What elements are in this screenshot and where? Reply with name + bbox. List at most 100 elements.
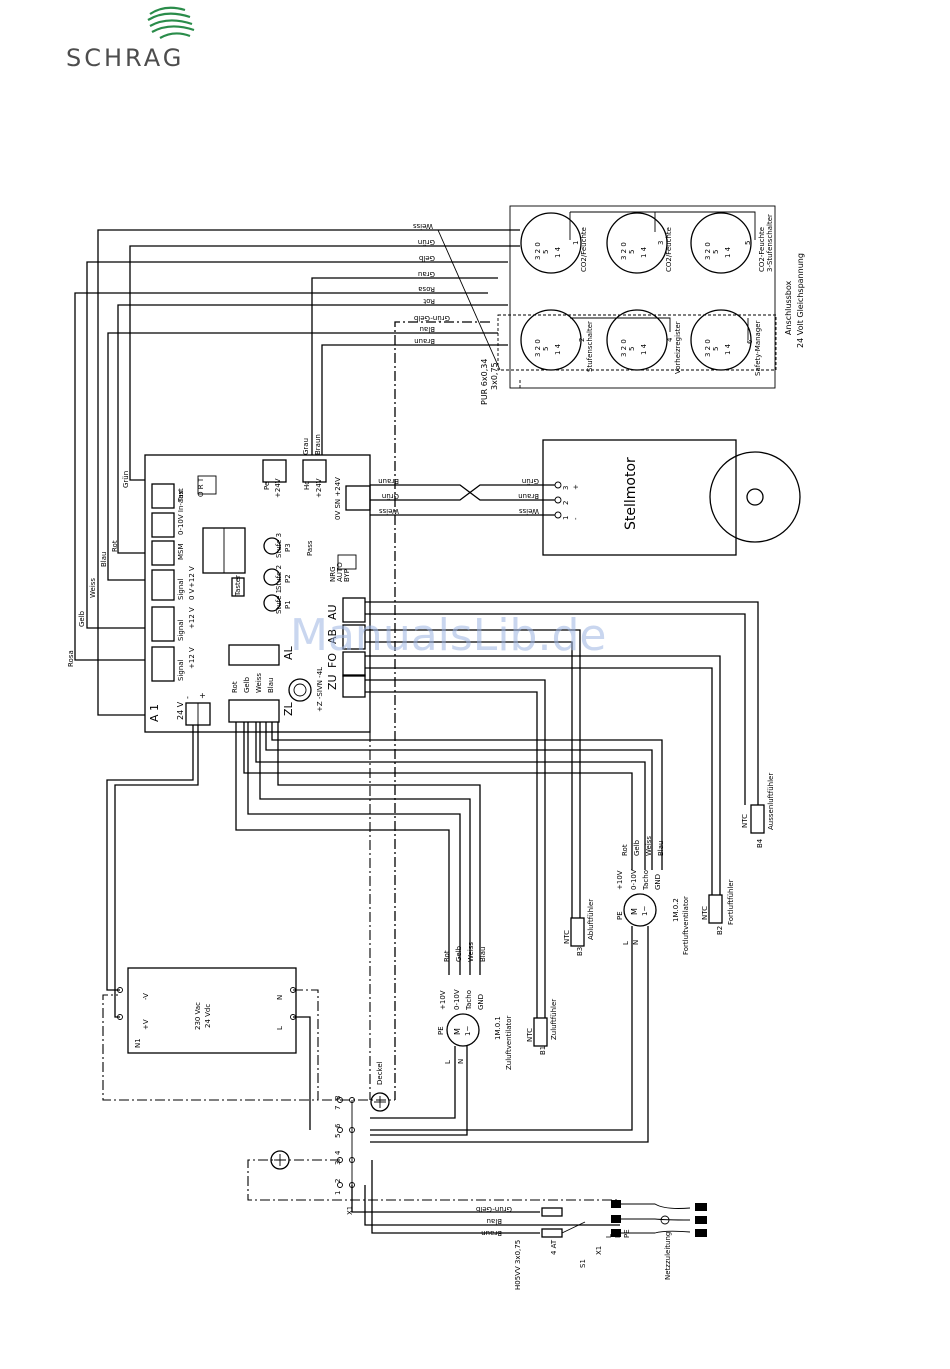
svg-text:3 2 0: 3 2 0 — [534, 242, 542, 260]
switch-label: S1 — [579, 1259, 587, 1268]
schrag-logo: SCHRAG — [66, 6, 195, 72]
socket-label: Stufenschalter — [586, 321, 594, 372]
logo-text: SCHRAG — [66, 44, 184, 72]
svg-text:4: 4 — [666, 337, 674, 342]
wire-label: Grün — [522, 477, 539, 485]
svg-text:-: - — [183, 696, 192, 699]
sensor-b1: NTC B1 Zuluftfühler — [526, 999, 558, 1055]
svg-text:0V SN +24V: 0V SN +24V — [334, 477, 342, 520]
svg-text:P2: P2 — [284, 574, 292, 583]
wire-label: Braun — [481, 1229, 502, 1237]
svg-text:NTC: NTC — [741, 814, 749, 828]
svg-text:4: 4 — [334, 1150, 342, 1155]
svg-text:NTC: NTC — [526, 1028, 534, 1042]
svg-text:3 2 0: 3 2 0 — [620, 339, 628, 357]
svg-text:3 2 0: 3 2 0 — [620, 242, 628, 260]
svg-text:Gelb: Gelb — [633, 839, 641, 856]
svg-text:6: 6 — [334, 1123, 342, 1128]
wire-label: Braun — [378, 477, 399, 485]
svg-text:+12 V: +12 V — [188, 647, 196, 669]
button-label: Taster — [234, 575, 242, 597]
wire-label: Blau — [100, 552, 108, 567]
wire-label: Braun — [518, 492, 539, 500]
svg-text:N: N — [457, 1059, 465, 1064]
svg-text:1 4: 1 4 — [724, 343, 732, 355]
svg-text:GND: GND — [654, 874, 662, 890]
wire-label: Braun — [314, 434, 322, 455]
svg-text:Blau: Blau — [479, 947, 487, 962]
svg-text:L: L — [605, 1234, 613, 1238]
svg-text:Signal: Signal — [177, 578, 185, 600]
svg-text:NTC: NTC — [563, 930, 571, 944]
box-title: Anschlussbox — [784, 280, 793, 335]
svg-text:Signal: Signal — [177, 659, 185, 681]
svg-text:N1: N1 — [134, 1038, 142, 1048]
sensor-name: Abluftfühler — [587, 899, 595, 940]
svg-text:+24V: +24V — [274, 478, 282, 498]
svg-text:M: M — [453, 1028, 462, 1035]
fuse-label: 4 AT — [550, 1239, 558, 1255]
svg-text:3: 3 — [657, 241, 665, 245]
wire-label: Gelb — [418, 254, 435, 262]
svg-text:1 4: 1 4 — [640, 343, 648, 355]
fan-wires — [235, 722, 663, 975]
wire-label: Rosa — [67, 650, 75, 667]
wire-label: Gelb — [78, 610, 86, 627]
svg-text:M: M — [630, 908, 639, 915]
watermark: ManualsLib.de — [290, 610, 606, 661]
svg-text:1 4: 1 4 — [640, 246, 648, 258]
fan-name: Zuluftventilator — [505, 1015, 513, 1070]
socket-4: 3 2 0 5 1 4 — [606, 309, 668, 371]
svg-text:Pass: Pass — [306, 540, 314, 556]
svg-text:0 V: 0 V — [188, 588, 196, 600]
socket-5: 3 2 0 5 1 4 — [690, 212, 752, 274]
svg-text:5: 5 — [542, 347, 550, 351]
svg-text:Tacho: Tacho — [642, 870, 650, 891]
mains-supply: Grün-Gelb Blau Braun H05VV 3x0,75 4 AT S… — [351, 1160, 707, 1290]
sensor-name: Aussenluftfühler — [767, 773, 775, 830]
mains-cable: H05VV 3x0,75 — [514, 1240, 522, 1290]
svg-text:8: 8 — [334, 1096, 342, 1100]
svg-text:B4: B4 — [756, 838, 764, 848]
svg-text:1~: 1~ — [464, 1026, 472, 1036]
svg-text:0-10V: 0-10V — [453, 989, 461, 1010]
wire-label: Grün-Gelb — [475, 1205, 512, 1213]
svg-text:B1: B1 — [539, 1046, 547, 1055]
svg-text:AL: AL — [282, 645, 295, 660]
svg-text:Blau: Blau — [267, 678, 275, 693]
svg-text:5: 5 — [712, 250, 720, 254]
svg-text:+Z -SIVN -4L: +Z -SIVN -4L — [316, 667, 324, 712]
bus-cable: Weiss Grün Gelb Grau Rosa Rot Grün-Gelb … — [74, 222, 520, 1100]
svg-text:AU: AU — [326, 604, 339, 620]
box-voltage: 24 Volt Gleichspannung — [796, 253, 805, 348]
svg-text:2: 2 — [334, 1179, 342, 1183]
wire-label: Blau — [487, 1217, 502, 1225]
svg-text:Rot: Rot — [621, 844, 629, 856]
supply-label: 24 V — [176, 701, 185, 720]
svg-text:L: L — [444, 1060, 452, 1064]
svg-text:PE: PE — [623, 1229, 631, 1238]
wire-label: Braun — [414, 337, 435, 345]
svg-text:L: L — [622, 941, 630, 945]
motor-label: Stellmotor — [623, 457, 639, 530]
svg-text:Tast: Tast — [177, 488, 185, 503]
sensor-b4: NTC B4 Aussenluftfühler — [741, 773, 775, 848]
wire-label: Weiss — [89, 578, 97, 598]
svg-text:ZL: ZL — [282, 701, 295, 716]
svg-text:Hc: Hc — [303, 481, 311, 490]
svg-text:1~: 1~ — [641, 906, 649, 916]
svg-text:5: 5 — [628, 347, 636, 351]
svg-text:Stufe 3: Stufe 3 — [275, 533, 283, 558]
svg-text:B3: B3 — [576, 947, 584, 956]
fan-zuluft: M 1~ +10V 0-10V Tacho GND Rot Gelb Weiss… — [370, 942, 513, 1136]
svg-text:+24V: +24V — [315, 478, 323, 498]
wire-label: Blau — [420, 325, 435, 333]
wire-label: Weiss — [379, 507, 399, 515]
svg-text:Stufe 2: Stufe 2 — [275, 565, 283, 590]
svg-text:+12 V: +12 V — [188, 566, 196, 588]
svg-text:3 2 0: 3 2 0 — [704, 339, 712, 357]
svg-text:3 2 0: 3 2 0 — [704, 242, 712, 260]
controller-a1: A 1 24 V - + Pe +24V Hc +24V Grau Braun … — [67, 434, 371, 733]
svg-text:+: + — [198, 692, 207, 699]
wire-label: Weiss — [413, 222, 433, 230]
